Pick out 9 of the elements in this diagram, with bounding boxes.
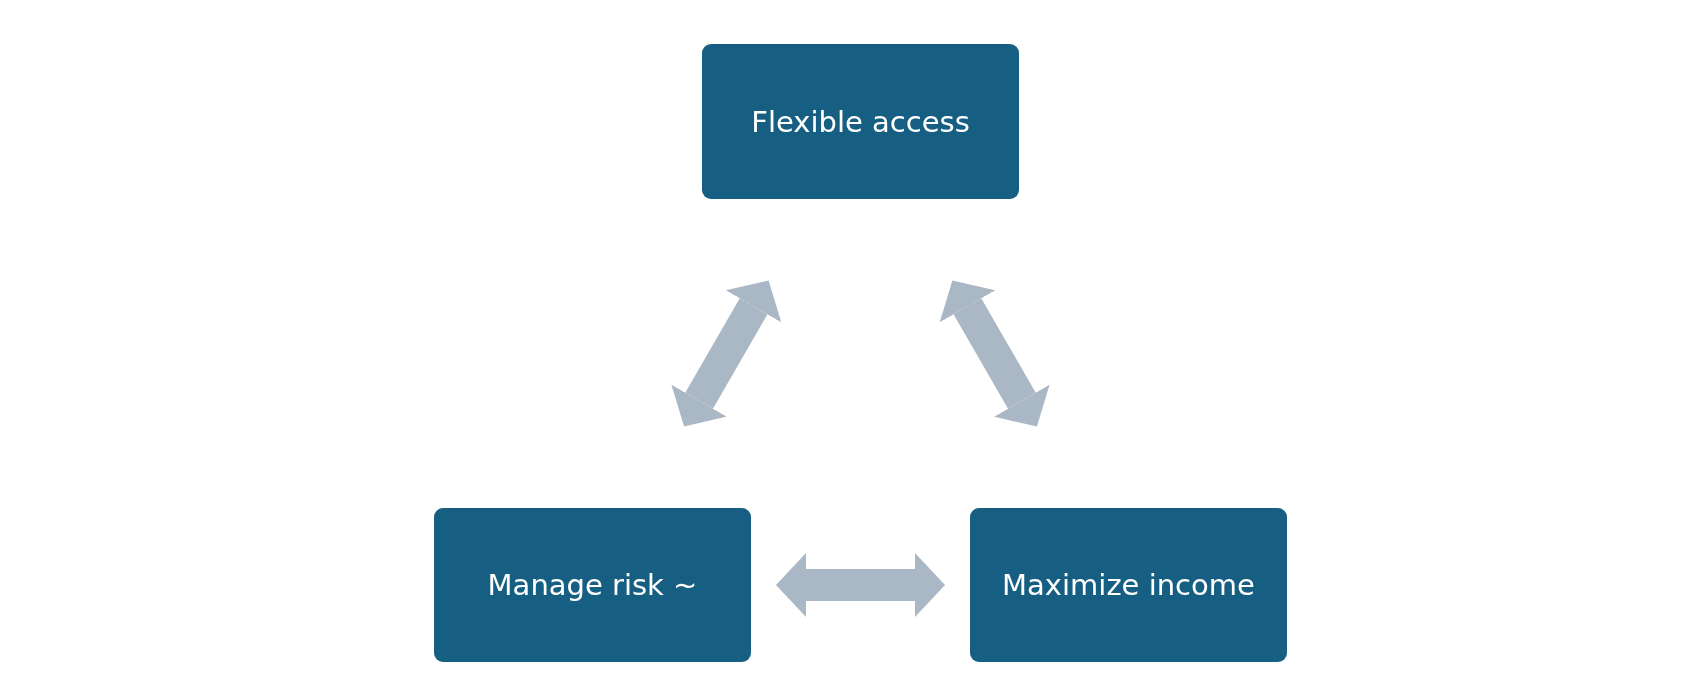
process-box bbox=[970, 508, 1287, 662]
process-box bbox=[434, 508, 751, 662]
box-label: Flexible access bbox=[751, 104, 970, 139]
box-label: Manage risk ~ bbox=[487, 568, 698, 602]
process-box bbox=[702, 44, 1019, 199]
box-label: Maximize income bbox=[1002, 568, 1255, 602]
double-arrow bbox=[939, 280, 1050, 427]
double-arrow bbox=[671, 280, 782, 427]
double-arrow bbox=[776, 553, 945, 617]
